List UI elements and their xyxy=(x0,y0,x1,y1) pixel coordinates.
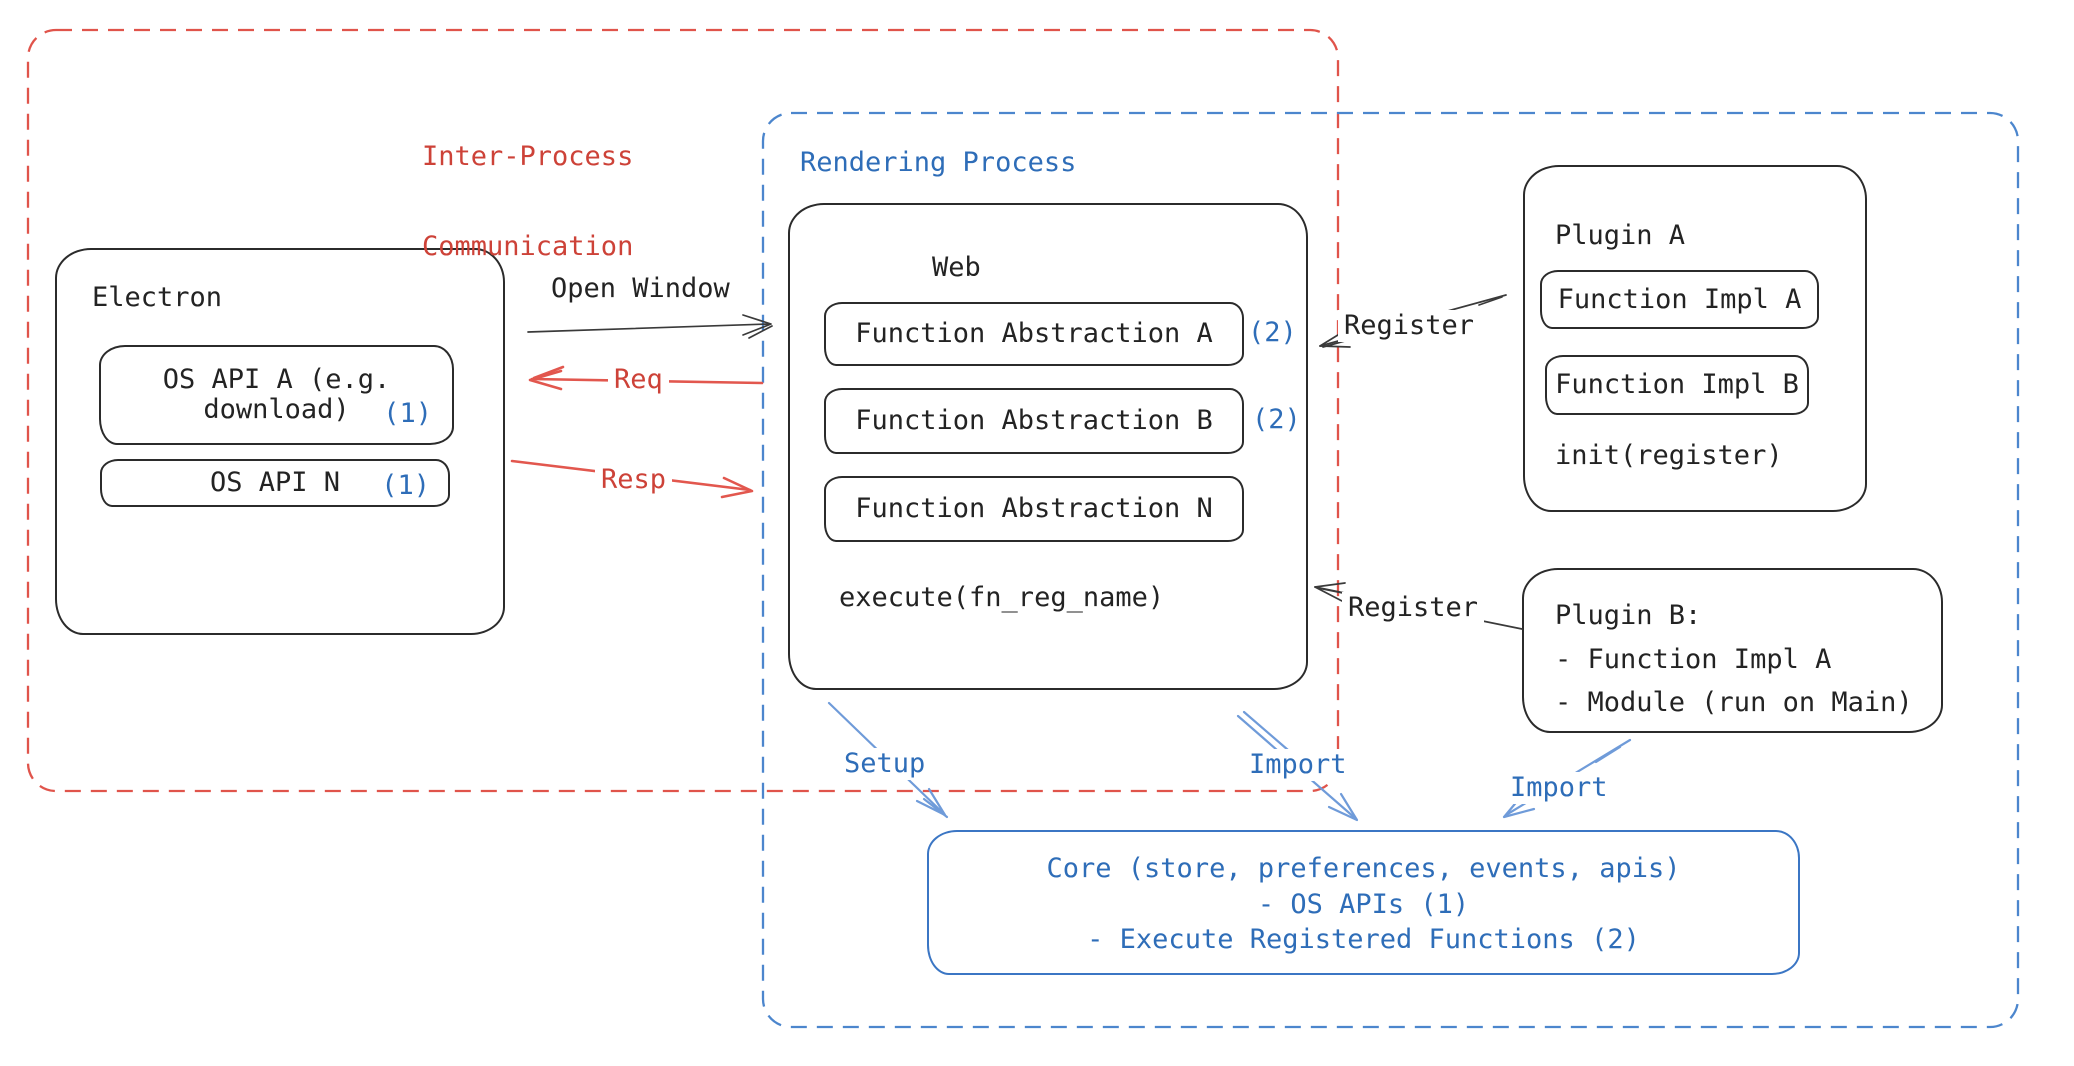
plugin-b-box: Plugin B: - Function Impl A - Module (ru… xyxy=(1522,568,1943,733)
os-api-a-label-line1: OS API A (e.g. xyxy=(162,364,391,395)
req-label: Req xyxy=(608,364,669,396)
os-api-a-box: OS API A (e.g. download) (1) xyxy=(99,345,454,445)
import-plugin-label: Import xyxy=(1504,772,1614,804)
electron-box: Electron OS API A (e.g. download) (1) OS… xyxy=(55,248,505,635)
function-abstraction-n-box: Function Abstraction N xyxy=(824,476,1244,542)
os-api-a-badge: (1) xyxy=(383,398,432,429)
execute-label: execute(fn_reg_name) xyxy=(839,582,1165,613)
ipc-label-line2: Communication xyxy=(422,231,634,262)
function-impl-a-box: Function Impl A xyxy=(1540,270,1819,329)
function-impl-a-label: Function Impl A xyxy=(1557,283,1802,315)
function-abstraction-a-label: Function Abstraction A xyxy=(855,318,1213,349)
register-b-label: Register xyxy=(1342,592,1485,624)
function-impl-b-box: Function Impl B xyxy=(1545,355,1809,415)
open-window-label: Open Window xyxy=(551,273,730,304)
setup-label: Setup xyxy=(838,748,932,780)
core-line-2: - OS APIs (1) xyxy=(1257,889,1470,920)
core-line-1: Core (store, preferences, events, apis) xyxy=(1046,853,1681,884)
plugin-b-item-1: - Function Impl A xyxy=(1555,644,1832,675)
rendering-group-label: Rendering Process xyxy=(800,147,1077,178)
plugin-b-item-2: - Module (run on Main) xyxy=(1555,687,1913,718)
plugin-b-title: Plugin B: xyxy=(1555,600,1702,631)
ipc-label-line1: Inter-Process xyxy=(422,141,634,172)
electron-title: Electron xyxy=(92,282,223,313)
core-box: Core (store, preferences, events, apis) … xyxy=(927,830,1800,975)
function-abstraction-a-badge: (2) xyxy=(1248,317,1297,348)
ipc-group-label: Inter-Process Communication xyxy=(422,82,633,292)
function-abstraction-a-box: Function Abstraction A xyxy=(824,302,1244,366)
os-api-a-label-line2: download) xyxy=(203,394,350,425)
register-a-label: Register xyxy=(1338,310,1481,342)
web-box: Web Function Abstraction A Function Abst… xyxy=(788,203,1308,690)
os-api-n-badge: (1) xyxy=(381,470,430,501)
os-api-n-label: OS API N xyxy=(209,467,341,498)
function-impl-b-label: Function Impl B xyxy=(1555,369,1799,400)
plugin-a-box: Plugin A Function Impl A Function Impl B… xyxy=(1523,165,1867,512)
open-window-arrow xyxy=(527,314,773,339)
function-abstraction-b-box: Function Abstraction B xyxy=(824,388,1244,454)
function-abstraction-n-label: Function Abstraction N xyxy=(855,493,1213,524)
plugin-a-title: Plugin A xyxy=(1555,220,1686,251)
function-abstraction-b-label: Function Abstraction B xyxy=(855,405,1213,436)
core-line-3: - Execute Registered Functions (2) xyxy=(1087,924,1640,955)
init-register-label: init(register) xyxy=(1555,440,1783,471)
function-abstraction-b-badge: (2) xyxy=(1252,404,1301,435)
os-api-n-box: OS API N (1) xyxy=(100,459,450,507)
import-core-label: Import xyxy=(1243,749,1353,781)
web-title: Web xyxy=(932,252,981,283)
resp-label: Resp xyxy=(595,464,673,496)
